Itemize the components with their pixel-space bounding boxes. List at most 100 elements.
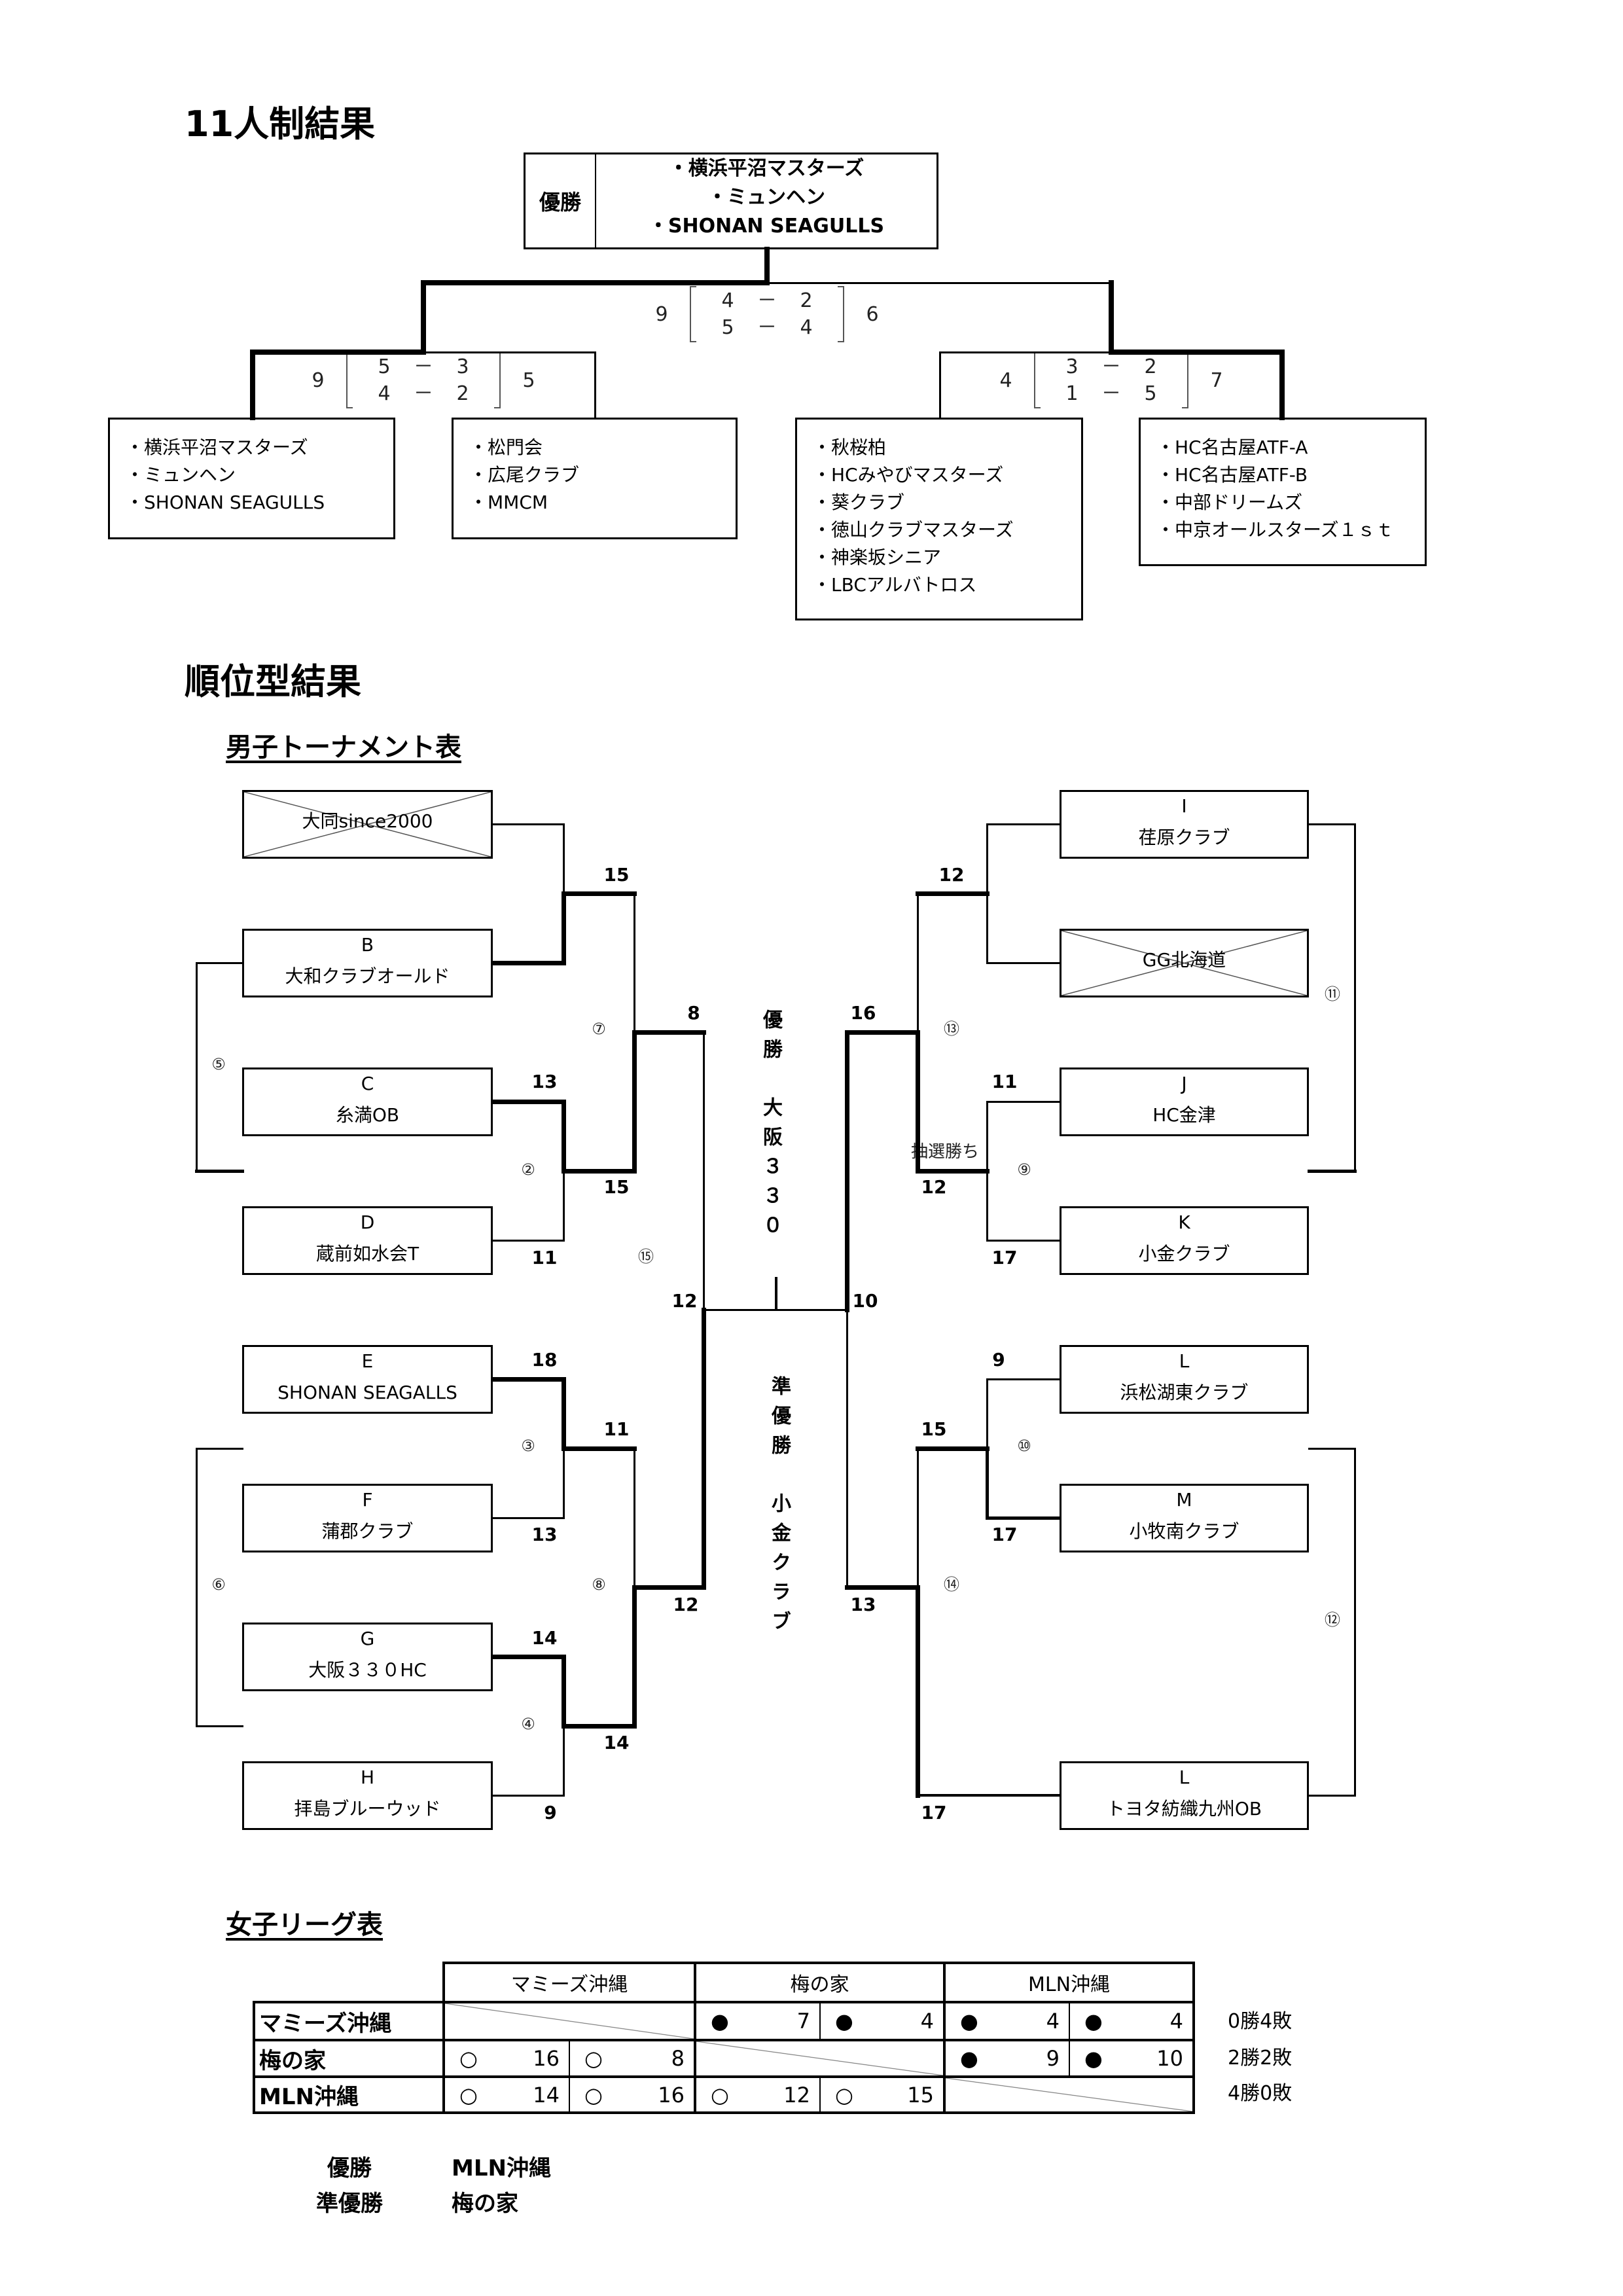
team-seed: L: [1179, 1350, 1190, 1372]
team-seed: H: [360, 1767, 375, 1788]
bracket-line: [701, 1307, 706, 1590]
women-league-table: マミーズ沖縄 梅の家 MLN沖縄 マミーズ沖縄 ●7 ●4 ●4 ●4 梅の家 …: [253, 1962, 1196, 2114]
bracket-line: [915, 1585, 920, 1798]
team-box: H 拝島ブルーウッド: [242, 1761, 493, 1830]
bracket-line: [986, 1378, 1061, 1380]
game-score-row: 5－4: [709, 314, 825, 341]
bracket-line: [1308, 1447, 1356, 1450]
group-team: ・SHONAN SEAGULLS: [126, 492, 325, 513]
bracket-line: [562, 1170, 565, 1242]
score: 5: [1144, 382, 1157, 405]
result-score: 15: [907, 2082, 934, 2108]
bracket-open: [690, 286, 696, 342]
bracket-line: [561, 1168, 637, 1174]
score-total-right: 7: [1210, 368, 1223, 392]
team-name: 大和クラブオールド: [285, 965, 450, 987]
bracket-line: [562, 1725, 565, 1797]
bracket-line: [421, 280, 426, 355]
champion-box: 優勝 ・横浜平沼マスターズ ・ミュンヘン ・SHONAN SEAGULLS: [524, 152, 938, 249]
group-team: ・LBCアルバトロス: [813, 574, 977, 596]
bracket-line: [702, 1031, 705, 1311]
bracket-line: [1353, 823, 1356, 1172]
game-score-row: 4－2: [366, 380, 481, 407]
result-score: 4: [920, 2009, 934, 2034]
bracket-line: [1308, 823, 1356, 825]
bracket-line: [250, 350, 255, 420]
team-box-withdrawn: GG北海道: [1060, 929, 1309, 997]
score-label-final: 12: [671, 1290, 698, 1312]
bracket-line: [632, 1030, 706, 1035]
group-team: ・中京オールスターズ１ｓｔ: [1156, 519, 1394, 541]
women-champion-team: MLN沖縄: [452, 2155, 551, 2181]
result-mark: ○: [835, 2082, 853, 2108]
team-seed: M: [1176, 1489, 1192, 1511]
bracket-line: [490, 1099, 566, 1104]
league-cell: ●4: [1068, 2001, 1196, 2041]
bracket-line: [916, 1794, 1061, 1797]
league-row-team: MLN沖縄: [253, 2075, 445, 2114]
bracket-line: [195, 961, 198, 1172]
team-seed: C: [361, 1073, 374, 1094]
score-label: 11: [991, 1071, 1018, 1092]
league-row-team: 梅の家: [253, 2039, 445, 2078]
bracket-line: [1308, 1794, 1356, 1797]
bracket-line: [491, 823, 565, 825]
team-seed: L: [1179, 1767, 1190, 1788]
result-score: 7: [796, 2009, 810, 2034]
league-cell: ●7: [694, 2001, 821, 2041]
league-header-row: マミーズ沖縄 梅の家 MLN沖縄: [254, 1962, 1196, 2003]
game-scores: 3－2 1－5: [1054, 353, 1169, 407]
team-seed: J: [1181, 1073, 1187, 1094]
score-label: 15: [603, 1176, 630, 1198]
match-number: ④: [521, 1715, 535, 1733]
score-label: 11: [531, 1247, 558, 1268]
bracket-close: [1182, 352, 1188, 408]
men-champion-team: 大阪３３０: [759, 1097, 782, 1244]
team-box: K 小金クラブ: [1060, 1206, 1309, 1275]
score-label: 13: [531, 1524, 558, 1545]
group-team: ・神楽坂シニア: [813, 547, 942, 568]
group-box-1: ・横浜平沼マスターズ ・ミュンヘン ・SHONAN SEAGULLS: [108, 418, 395, 539]
bracket-line: [195, 1447, 243, 1450]
game-score-row: 1－5: [1054, 380, 1169, 407]
team-name: 蒲郡クラブ: [321, 1520, 414, 1542]
bracket-line: [915, 1446, 990, 1451]
team-name: 荏原クラブ: [1138, 827, 1230, 848]
league-row-team: マミーズ沖縄: [253, 2001, 445, 2041]
score: 2: [456, 382, 469, 405]
result-mark: ○: [459, 2046, 478, 2071]
bracket-line: [632, 1030, 637, 1174]
men-bracket-title: 男子トーナメント表: [226, 732, 461, 762]
men-runner-up-label: 準優勝: [768, 1376, 791, 1464]
league-cell: ○12: [694, 2075, 821, 2114]
league-self-cell: [694, 2039, 946, 2078]
score-separator: －: [1101, 355, 1121, 378]
league-cell: ●4: [819, 2001, 946, 2041]
group-team: ・ミュンヘン: [126, 464, 236, 486]
score-total-right: 6: [866, 302, 879, 326]
bracket-line: [915, 891, 990, 896]
bracket-line: [844, 1030, 920, 1035]
game-score-row: 3－2: [1054, 353, 1169, 380]
league-self-cell: [942, 2075, 1196, 2114]
score-label: 15: [603, 864, 630, 886]
bracket-line: [195, 1725, 243, 1727]
league-cell: ○14: [442, 2075, 570, 2114]
result-mark: ●: [960, 2046, 978, 2071]
score-label: 13: [531, 1071, 558, 1092]
men-runner-up-team: 小金クラブ: [768, 1493, 791, 1640]
score: 5: [378, 355, 391, 378]
score-total-left: 9: [312, 368, 325, 392]
bracket-line: [915, 1030, 920, 1174]
score-total-left: 4: [999, 368, 1012, 392]
bracket-line: [1279, 350, 1285, 420]
semi-right-score: 4 3－2 1－5 7: [996, 352, 1226, 408]
team-name: 大同since2000: [302, 810, 433, 832]
bracket-line: [561, 891, 566, 965]
score-separator: －: [1101, 382, 1121, 405]
score-label: 15: [921, 1418, 947, 1440]
bracket-line: [938, 351, 941, 419]
score-total-right: 5: [522, 368, 535, 392]
group-team: ・HCみやびマスターズ: [813, 464, 1004, 486]
women-runner-up-label: 準優勝: [316, 2191, 383, 2217]
